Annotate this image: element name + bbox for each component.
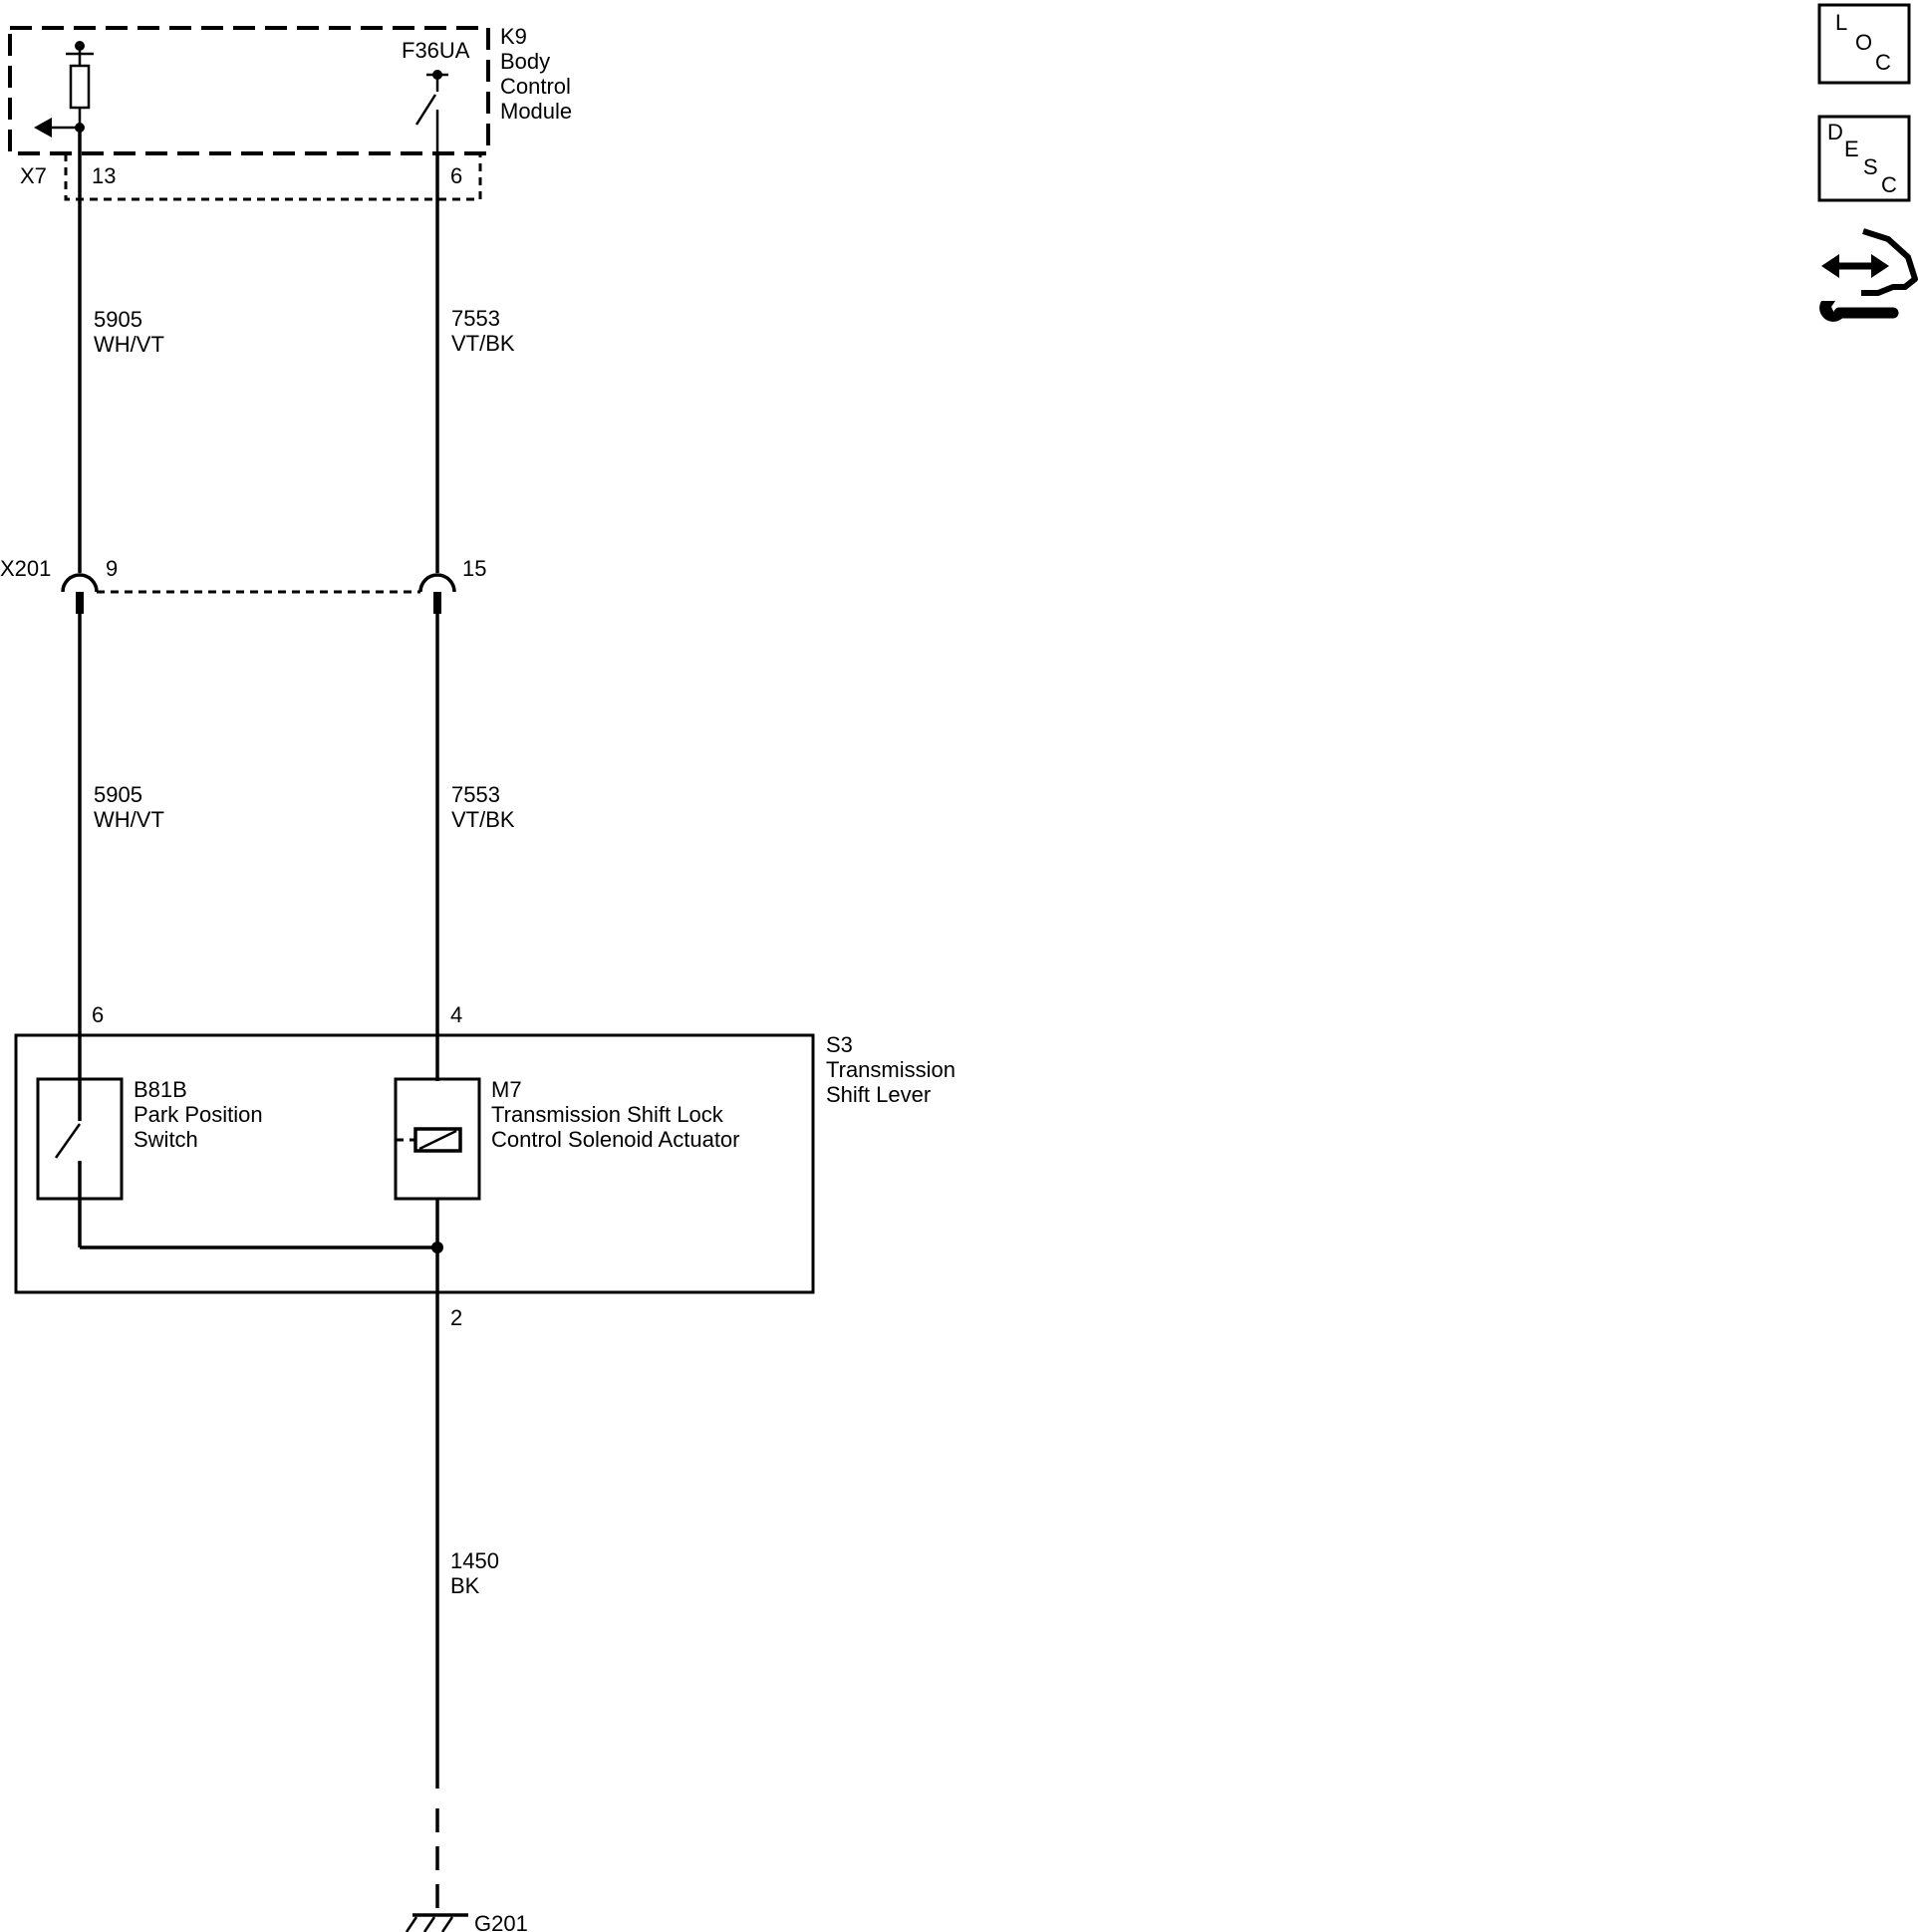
park-switch-ref: B81B bbox=[134, 1077, 187, 1102]
x201-pin-15: 15 bbox=[462, 556, 486, 581]
x7-connector-outline bbox=[64, 153, 482, 201]
bcm-switch-ref: F36UA bbox=[402, 38, 470, 63]
wire-right-upper-circuit: 7553 bbox=[451, 306, 500, 331]
desc-letter-4: C bbox=[1881, 172, 1897, 197]
park-switch-contact-icon bbox=[54, 1079, 82, 1199]
connector-repair-icon[interactable] bbox=[1819, 228, 1918, 322]
solenoid-name-line-2: Control Solenoid Actuator bbox=[491, 1127, 740, 1152]
bcm-name-line-3: Module bbox=[500, 99, 572, 124]
x201-pin-9: 9 bbox=[106, 556, 118, 581]
bcm-ref: K9 bbox=[500, 24, 527, 49]
s3-ref: S3 bbox=[826, 1032, 853, 1057]
x201-connector-icon bbox=[61, 573, 456, 614]
wire-left-upper-circuit: 5905 bbox=[94, 307, 142, 332]
bcm-output-driver-icon bbox=[34, 41, 94, 138]
x7-pin-6: 6 bbox=[450, 163, 462, 188]
wire-right-upper-color: VT/BK bbox=[451, 331, 515, 356]
wire-ground-circuit: 1450 bbox=[450, 1548, 499, 1573]
loc-letter-2: O bbox=[1855, 30, 1872, 55]
ground-symbol-icon bbox=[405, 1913, 468, 1932]
s3-name-line-2: Shift Lever bbox=[826, 1082, 931, 1107]
solenoid-coil-icon bbox=[396, 1127, 462, 1153]
x7-connector-ref: X7 bbox=[20, 163, 47, 188]
wire-left-lower-circuit: 5905 bbox=[94, 782, 142, 807]
s3-shift-lever-box bbox=[14, 1033, 815, 1294]
wire-left-lower-color: WH/VT bbox=[94, 807, 164, 832]
wire-right-lower-circuit: 7553 bbox=[451, 782, 500, 807]
park-switch-name-line-2: Switch bbox=[134, 1127, 198, 1152]
internal-splice-dot bbox=[431, 1242, 443, 1253]
loc-button[interactable]: L O C bbox=[1817, 3, 1911, 85]
desc-button[interactable]: D E S C bbox=[1817, 115, 1911, 202]
s3-pin-2: 2 bbox=[450, 1305, 462, 1330]
desc-letter-1: D bbox=[1827, 120, 1843, 144]
x7-pin-13: 13 bbox=[92, 163, 116, 188]
s3-pin-4: 4 bbox=[450, 1002, 462, 1027]
desc-letter-2: E bbox=[1844, 137, 1859, 161]
desc-letter-3: S bbox=[1863, 154, 1878, 179]
wire-left-upper-color: WH/VT bbox=[94, 332, 164, 357]
solenoid-name-line-1: Transmission Shift Lock bbox=[491, 1102, 724, 1127]
wire-ground-color: BK bbox=[450, 1573, 480, 1598]
loc-letter-1: L bbox=[1835, 10, 1847, 35]
solenoid-ref: M7 bbox=[491, 1077, 522, 1102]
bcm-switch-icon bbox=[414, 70, 448, 153]
s3-pin-6: 6 bbox=[92, 1002, 104, 1027]
loc-letter-3: C bbox=[1875, 50, 1891, 75]
wire-right-lower-color: VT/BK bbox=[451, 807, 515, 832]
park-switch-name-line-1: Park Position bbox=[134, 1102, 263, 1127]
ground-ref: G201 bbox=[474, 1911, 528, 1932]
x201-connector-ref: X201 bbox=[0, 556, 51, 581]
s3-name-line-1: Transmission bbox=[826, 1057, 956, 1082]
bcm-module-box bbox=[8, 26, 490, 155]
bcm-name-line-1: Body bbox=[500, 49, 550, 74]
bcm-name-line-2: Control bbox=[500, 74, 571, 99]
